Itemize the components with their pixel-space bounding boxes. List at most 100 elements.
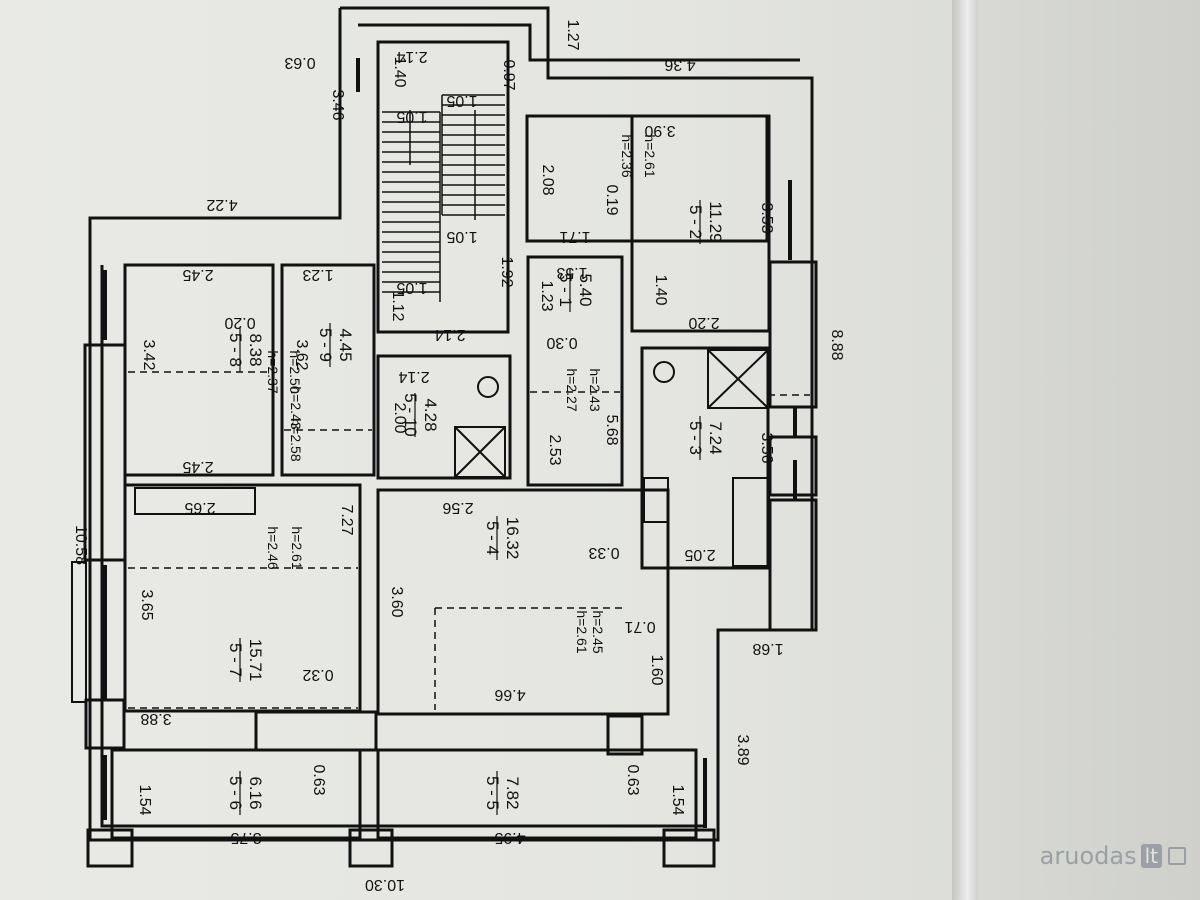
dimension-label: 2.65 (184, 499, 215, 516)
room-number: 5 - 7 (226, 643, 245, 677)
height-label: h=2.61 (574, 610, 590, 653)
aruodas-logo[interactable]: aruodas lt (1040, 842, 1186, 870)
dimension-label: 1.53 (556, 264, 587, 281)
dimension-label: 1.12 (389, 290, 406, 321)
height-label: h=2.50 (287, 350, 303, 393)
dimension-label: 1.92 (498, 256, 515, 287)
logo-name: aruodas (1039, 842, 1137, 870)
room-number: 5 - 3 (686, 421, 705, 455)
dimension-label: 0.33 (588, 544, 619, 561)
height-label: h=2.46 (265, 526, 281, 569)
dimension-label: 0.32 (302, 666, 333, 683)
dimension-label: 1.05 (396, 108, 427, 125)
room-area: 5.40 (576, 273, 595, 306)
dimension-label: 0.71 (624, 618, 655, 635)
dimension-label: 3.90 (644, 122, 675, 139)
dimension-label: 2.45 (182, 458, 213, 475)
room-area: 6.16 (246, 776, 265, 809)
room-area: 7.24 (706, 421, 725, 454)
room-area: 8.38 (246, 333, 265, 366)
dimension-label: 5.68 (603, 414, 620, 445)
height-label: h=2.45 (590, 610, 606, 653)
room-number: 5 - 6 (226, 776, 245, 810)
dimension-label: 3.89 (734, 734, 751, 765)
paper-edge (952, 0, 978, 900)
room-area: 16.32 (503, 517, 522, 560)
dimension-label: 4.95 (494, 829, 525, 846)
height-label: h=2.43 (587, 368, 603, 411)
windows (103, 58, 797, 828)
dimension-label: 4.66 (494, 686, 525, 703)
dimension-label: 3.56 (758, 432, 775, 463)
dimension-label: 3.53 (758, 202, 775, 233)
height-label: h=2.36 (619, 134, 635, 177)
background-page (978, 0, 1200, 900)
dimension-label: 0.30 (546, 334, 577, 351)
outer-walls (88, 6, 814, 842)
dimension-label: 0.63 (284, 54, 315, 71)
house-icon (1168, 847, 1186, 865)
dimension-label: 1.60 (648, 654, 665, 685)
dimension-label: 10.30 (365, 876, 405, 893)
room-number: 5 - 4 (483, 521, 502, 555)
dimension-label: 3.60 (388, 586, 405, 617)
dimension-label: 3.75 (230, 829, 261, 846)
dimension-label: 2.53 (546, 434, 563, 465)
dimension-labels: 0.63 2.14 1.27 4.36 1.40 0.97 3.46 1.05 1.05 1.05… (72, 19, 845, 893)
dimension-label: 1.05 (446, 228, 477, 245)
dimension-label: 2.20 (688, 314, 719, 331)
dimension-label: 0.19 (603, 184, 620, 215)
room-area: 4.45 (336, 328, 355, 361)
dimension-label: 1.23 (302, 266, 333, 283)
room-number: 5 - 9 (316, 328, 335, 362)
dimension-label: 2.08 (539, 164, 556, 195)
dimension-label: 1.54 (136, 784, 153, 815)
dimension-label: 4.36 (664, 56, 695, 73)
dimension-label: 3.42 (140, 339, 157, 370)
dimension-label: 1.40 (652, 274, 669, 305)
staircase (382, 94, 505, 302)
room-area: 4.28 (421, 398, 440, 431)
balcony (71, 561, 87, 703)
dimension-label: 1.23 (538, 280, 555, 311)
room-number: 5 - 5 (483, 776, 502, 810)
dimension-label: 1.68 (752, 640, 783, 657)
dimension-label: 4.22 (206, 196, 237, 213)
height-label: h=2.61 (289, 526, 305, 569)
height-label: h=2.37 (265, 350, 281, 393)
dimension-label: 0.63 (310, 764, 327, 795)
dimension-label: 3.65 (138, 589, 155, 620)
room-area: 7.82 (503, 776, 522, 809)
room-number: 5 - 8 (226, 333, 245, 367)
height-label: h=2.43 (288, 386, 304, 429)
dimension-label: 0.97 (500, 59, 517, 90)
logo-suffix: lt (1140, 844, 1162, 868)
dimension-label: 2.56 (442, 499, 473, 516)
dimension-label: 8.88 (828, 329, 845, 360)
dimension-label: 2.05 (684, 546, 715, 563)
dimension-label: 2.45 (182, 266, 213, 283)
dimension-label: 1.05 (396, 279, 427, 296)
dimension-label: 2.00 (391, 402, 408, 433)
dimension-label: 10.58 (72, 525, 89, 565)
dimension-label: 0.20 (224, 314, 255, 331)
height-label: h=2.27 (564, 368, 580, 411)
room-number: 5 - 2 (686, 205, 705, 239)
dimension-label: 1.54 (669, 784, 686, 815)
height-label: h=2.61 (642, 134, 658, 177)
dimension-label: 1.40 (391, 56, 408, 87)
ceiling-lines (128, 138, 810, 710)
dimension-label: 1.05 (446, 92, 477, 109)
room-area: 15.71 (246, 639, 265, 682)
dimension-label: 2.14 (396, 48, 427, 65)
dimension-label: 3.88 (140, 710, 171, 727)
dimension-label: 3.46 (329, 89, 346, 120)
dimension-label: 2.14 (398, 368, 429, 385)
dimension-label: 1.27 (564, 19, 581, 50)
height-label: h=2.58 (288, 418, 304, 461)
dimension-label: 0.63 (624, 764, 641, 795)
dimension-label: 3.62 (293, 339, 310, 370)
